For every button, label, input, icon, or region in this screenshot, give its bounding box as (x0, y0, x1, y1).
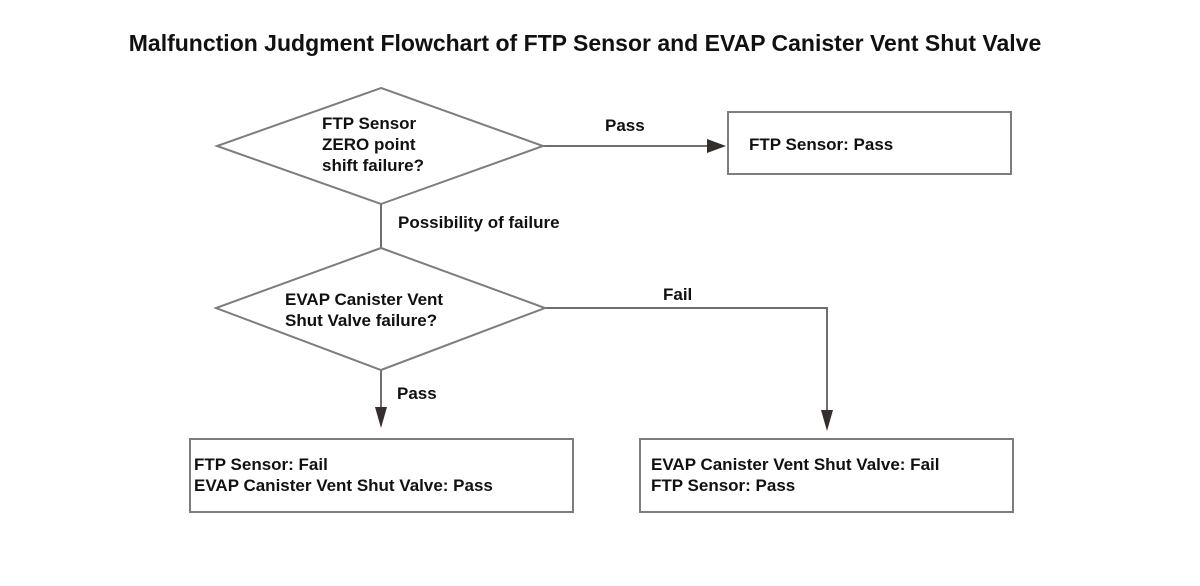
page-title: Malfunction Judgment Flowchart of FTP Se… (128, 30, 1042, 56)
arrowhead-fail-down (821, 410, 833, 431)
edge-label-possibility-of-failure: Possibility of failure (398, 213, 560, 232)
decision-diamond-evap-valve (213, 246, 548, 372)
arrowhead-pass-right (707, 139, 726, 153)
edge-label-fail-right: Fail (663, 285, 693, 304)
result-box-ftp-fail (189, 438, 574, 513)
result-ftp-fail-line1: FTP Sensor: Fail (194, 455, 328, 474)
decision-ftp-zero-line3: shift failure? (322, 156, 425, 175)
result-evap-fail-line2: FTP Sensor: Pass (651, 476, 796, 495)
result-box-evap-fail (639, 438, 1014, 513)
edge-label-pass-top: Pass (605, 116, 645, 135)
decision-evap-valve-line2: Shut Valve failure? (285, 311, 438, 330)
decision-ftp-zero-line2: ZERO point (322, 135, 416, 154)
result-ftp-fail-text: FTP Sensor: Fail EVAP Canister Vent Shut… (194, 454, 493, 496)
edge-label-pass-down: Pass (397, 384, 437, 403)
result-ftp-fail-line2: EVAP Canister Vent Shut Valve: Pass (194, 476, 493, 495)
result-ftp-pass-line1: FTP Sensor: Pass (749, 135, 894, 154)
result-evap-fail-line1: EVAP Canister Vent Shut Valve: Fail (651, 455, 940, 474)
decision-ftp-zero-line1: FTP Sensor (322, 114, 417, 133)
result-evap-fail-text: EVAP Canister Vent Shut Valve: Fail FTP … (651, 454, 939, 496)
arrowhead-pass-down (375, 407, 387, 428)
decision-evap-valve-line1: EVAP Canister Vent (285, 290, 444, 309)
decision-diamond-ftp-zero (214, 86, 546, 206)
decision-ftp-zero-text: FTP Sensor ZERO point shift failure? (322, 113, 424, 176)
result-ftp-pass-text: FTP Sensor: Pass (749, 134, 893, 155)
decision-evap-valve-text: EVAP Canister Vent Shut Valve failure? (285, 289, 443, 331)
result-box-ftp-pass (727, 111, 1012, 175)
connector-fail-right-down (545, 307, 828, 412)
